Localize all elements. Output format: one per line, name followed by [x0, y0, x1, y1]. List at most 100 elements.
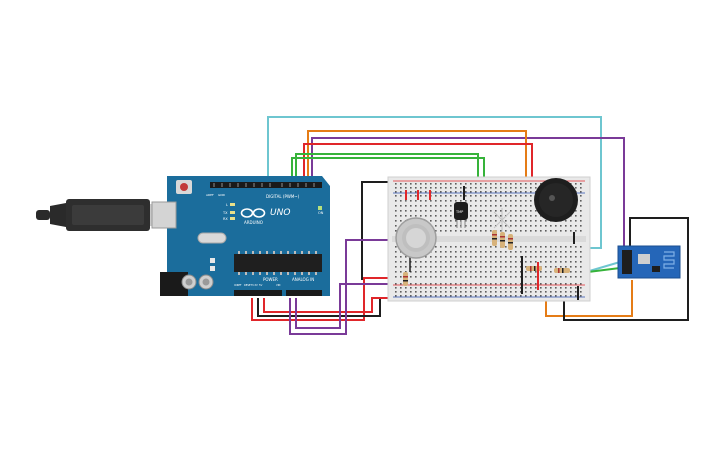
breadboard-hole — [460, 230, 462, 232]
breadboard-hole — [550, 283, 552, 285]
breadboard-hole — [540, 291, 542, 293]
breadboard-hole — [395, 230, 397, 232]
breadboard-hole — [520, 187, 522, 189]
breadboard-hole — [500, 215, 502, 217]
breadboard-hole — [470, 276, 472, 278]
breadboard-hole — [580, 246, 582, 248]
resistor[interactable] — [554, 268, 570, 273]
breadboard-hole — [435, 256, 437, 258]
usb-cable[interactable] — [36, 199, 168, 231]
breadboard-hole — [500, 200, 502, 202]
arduino-uno-board[interactable]: DIGITAL (PWM~) AREF GND L TX RX ARDUINO … — [151, 176, 330, 296]
piezo-buzzer[interactable] — [534, 178, 578, 222]
breadboard-hole — [465, 295, 467, 297]
breadboard-hole — [400, 276, 402, 278]
breadboard-hole — [535, 283, 537, 285]
breadboard-hole — [565, 291, 567, 293]
breadboard-hole — [555, 266, 557, 268]
resistor[interactable] — [526, 266, 542, 271]
breadboard-hole — [525, 256, 527, 258]
wire-black-right[interactable] — [563, 217, 689, 321]
temp-sensor[interactable]: TMP — [454, 202, 468, 228]
breadboard-hole — [470, 291, 472, 293]
breadboard-hole — [425, 256, 427, 258]
resistor[interactable] — [508, 234, 513, 250]
breadboard-hole — [545, 256, 547, 258]
wire-cyan[interactable] — [267, 116, 602, 249]
breadboard-hole — [525, 210, 527, 212]
breadboard-hole — [490, 266, 492, 268]
breadboard-hole — [425, 266, 427, 268]
breadboard-hole — [575, 215, 577, 217]
aref-label: AREF — [206, 193, 214, 197]
wire-purple-top[interactable] — [311, 137, 625, 268]
breadboard-hole — [550, 230, 552, 232]
breadboard-hole — [545, 225, 547, 227]
wires — [251, 116, 689, 335]
resistor[interactable] — [403, 272, 408, 286]
breadboard-hole — [400, 261, 402, 263]
wire-red-bottom-a[interactable] — [251, 277, 408, 321]
breadboard-hole — [470, 225, 472, 227]
breadboard-hole — [505, 195, 507, 197]
breadboard-hole — [575, 251, 577, 253]
breadboard-hole — [500, 205, 502, 207]
breadboard-hole — [465, 287, 467, 289]
breadboard-hole — [525, 251, 527, 253]
breadboard-hole — [420, 205, 422, 207]
breadboard-hole — [545, 291, 547, 293]
breadboard-hole — [410, 187, 412, 189]
gas-sensor[interactable] — [395, 217, 437, 259]
breadboard-hole — [465, 225, 467, 227]
breadboard-hole — [540, 271, 542, 273]
breadboard-hole — [560, 276, 562, 278]
breadboard-hole — [530, 191, 532, 193]
breadboard-hole — [555, 225, 557, 227]
breadboard-hole — [435, 291, 437, 293]
breadboard-hole — [465, 291, 467, 293]
breadboard-hole — [405, 295, 407, 297]
breadboard-hole — [430, 215, 432, 217]
breadboard-hole — [555, 291, 557, 293]
breadboard-hole — [450, 200, 452, 202]
wire-purple-bottom-b[interactable] — [295, 283, 406, 329]
breadboard-hole — [425, 261, 427, 263]
breadboard-hole — [445, 287, 447, 289]
breadboard-hole — [520, 220, 522, 222]
breadboard-hole — [575, 256, 577, 258]
breadboard-hole — [570, 287, 572, 289]
breadboard-hole — [490, 225, 492, 227]
breadboard-hole — [435, 187, 437, 189]
l-label: L — [226, 203, 228, 207]
breadboard-hole — [465, 256, 467, 258]
breadboard-hole — [440, 251, 442, 253]
breadboard-hole — [570, 271, 572, 273]
breadboard-hole — [415, 183, 417, 185]
resistor[interactable] — [492, 230, 497, 246]
breadboard-hole — [460, 283, 462, 285]
breadboard-hole — [420, 183, 422, 185]
breadboard-hole — [580, 287, 582, 289]
breadboard-hole — [420, 261, 422, 263]
breadboard-hole — [530, 283, 532, 285]
esp8266-module[interactable] — [617, 245, 681, 279]
breadboard-hole — [440, 291, 442, 293]
wire-black-bottom[interactable] — [257, 298, 381, 317]
breadboard-hole — [580, 220, 582, 222]
breadboard-hole — [475, 215, 477, 217]
resistor[interactable] — [500, 232, 505, 248]
wire-black-top[interactable] — [361, 181, 396, 280]
wire-cyan-short[interactable] — [585, 261, 621, 273]
breadboard-hole — [565, 276, 567, 278]
breadboard-hole — [545, 230, 547, 232]
breadboard-hole — [480, 220, 482, 222]
breadboard-hole — [505, 246, 507, 248]
wire-red-bottom-b[interactable] — [263, 297, 394, 313]
breadboard-hole — [410, 200, 412, 202]
breadboard-hole — [505, 287, 507, 289]
breadboard-hole — [515, 195, 517, 197]
breadboard-hole — [435, 251, 437, 253]
breadboard-hole — [525, 220, 527, 222]
breadboard-hole — [450, 225, 452, 227]
